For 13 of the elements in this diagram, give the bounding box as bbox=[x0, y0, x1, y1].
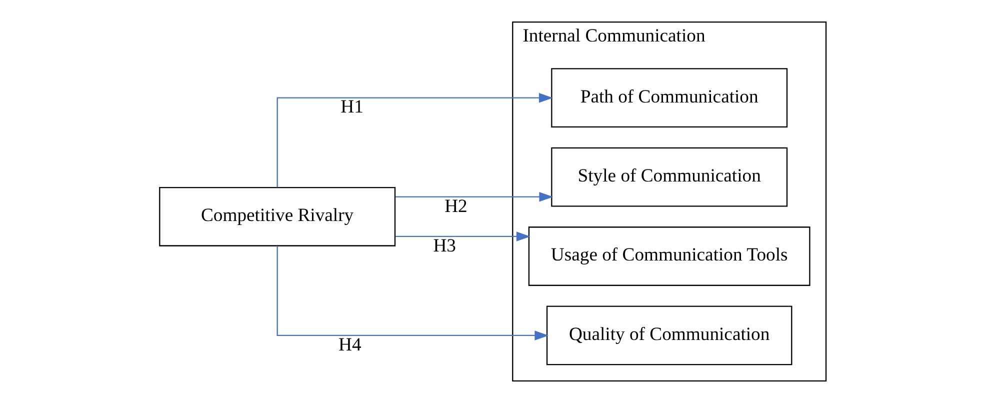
edge-label: H1 bbox=[340, 96, 363, 118]
arrow bbox=[394, 192, 553, 202]
node-box: Quality of Communication bbox=[546, 306, 792, 366]
node-box: Competitive Rivalry bbox=[158, 186, 396, 246]
node-box: Path of Communication bbox=[550, 68, 788, 128]
node-box: Usage of Communication Tools bbox=[528, 226, 810, 286]
node-box: Style of Communication bbox=[550, 147, 788, 207]
edge-label: H3 bbox=[432, 235, 456, 256]
edge-label: H4 bbox=[338, 334, 361, 356]
edge-label: H2 bbox=[444, 196, 467, 217]
arrow bbox=[276, 92, 552, 188]
arrow bbox=[394, 232, 530, 242]
arrow bbox=[276, 246, 548, 340]
